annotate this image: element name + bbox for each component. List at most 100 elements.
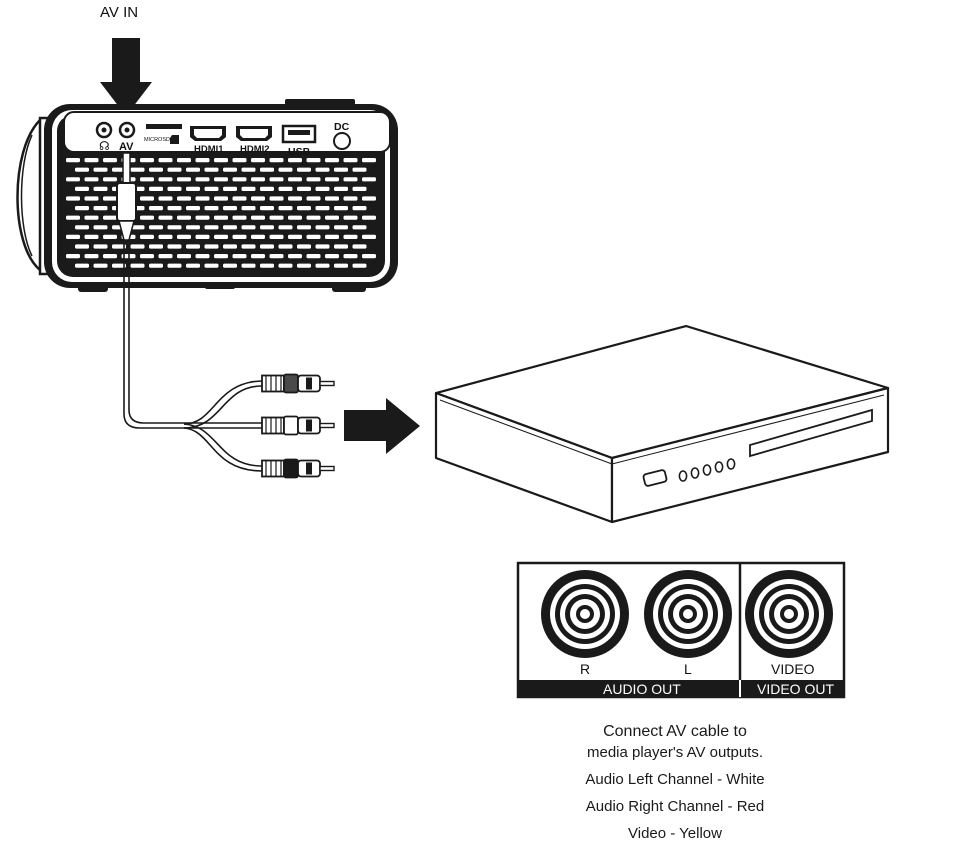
vent-slot: [112, 263, 126, 268]
instruction-red: Audio Right Channel - Red: [585, 798, 765, 815]
sd-card-icon: [170, 135, 179, 144]
vent-slot: [158, 254, 173, 259]
hdmi2-port: [236, 126, 272, 141]
vent-slot: [186, 225, 200, 230]
player-button: [702, 464, 712, 476]
vent-slot: [288, 234, 302, 239]
vent-slot: [103, 158, 117, 163]
headphone-jack: [95, 121, 113, 139]
vent-slot: [334, 225, 348, 230]
vent-slot: [362, 177, 376, 182]
vent-slot: [84, 215, 99, 220]
vent-slot: [343, 196, 358, 201]
vent-slot: [214, 196, 228, 201]
vent-slot: [214, 234, 228, 239]
vent-slot: [177, 177, 191, 182]
vent-slot: [251, 196, 265, 201]
vent-slot: [297, 186, 311, 191]
vent-slot: [84, 254, 99, 259]
vent-slot: [140, 215, 154, 220]
vent-slot: [223, 186, 237, 191]
vent-slot: [325, 196, 339, 201]
vent-slot: [325, 177, 339, 182]
vent-slot: [297, 225, 311, 230]
vent-slot: [343, 254, 358, 259]
vent-slot: [75, 225, 89, 230]
vent-slot: [140, 234, 154, 239]
player-buttons: [678, 458, 736, 482]
vent-slot: [204, 206, 219, 211]
vent-slot: [260, 167, 274, 172]
rca-jack-l: [644, 570, 732, 658]
vent-slot: [343, 158, 358, 163]
vent-slot: [112, 244, 126, 249]
vent-slot: [84, 234, 99, 239]
video-out-label: VIDEO OUT: [757, 681, 834, 697]
vent-slot: [195, 234, 210, 239]
vent-slot: [93, 206, 108, 211]
vent-slot: [66, 215, 80, 220]
vent-slot: [75, 244, 89, 249]
rca-plug-2: [261, 415, 335, 436]
vent-slot: [251, 234, 265, 239]
vent-slot: [149, 225, 163, 230]
instruction-line-2: media player's AV outputs.: [586, 744, 763, 761]
vent-slot: [278, 167, 293, 172]
player-button: [690, 467, 700, 479]
vent-slot: [66, 234, 80, 239]
vent-slot: [140, 158, 154, 163]
rca-plug-1: [261, 373, 335, 394]
vent-slot: [352, 186, 367, 191]
vent-slot: [334, 244, 348, 249]
vent-slot: [214, 215, 228, 220]
vent-slot: [260, 206, 274, 211]
vent-slot: [158, 196, 173, 201]
vent-slot: [278, 206, 293, 211]
vent-slot: [241, 263, 256, 268]
projector: ☊ AV MICROSD HDMI1 HDMI2 USB DC: [16, 99, 398, 292]
vent-slot: [269, 196, 284, 201]
vent-slot: [140, 254, 154, 259]
vent-slot: [278, 225, 293, 230]
vent-slot: [297, 206, 311, 211]
vent-slot: [269, 158, 284, 163]
vent-slot: [103, 196, 117, 201]
vent-slot: [167, 206, 182, 211]
vent-slot: [167, 167, 182, 172]
vent-slot: [297, 167, 311, 172]
vent-slot: [223, 206, 237, 211]
vent-slot: [343, 177, 358, 182]
vent-slot: [186, 186, 200, 191]
instruction-yellow: Video - Yellow: [628, 825, 722, 842]
vent-slot: [288, 177, 302, 182]
vent-slot: [177, 158, 191, 163]
output-panel: R L VIDEO AUDIO OUT VIDEO OUT: [516, 561, 846, 699]
vent-slot: [278, 263, 293, 268]
usb-icon: [281, 124, 317, 144]
dc-power-icon: [333, 132, 351, 150]
vent-slot: [306, 177, 321, 182]
rca-jack-video: [745, 570, 833, 658]
vent-slot: [195, 196, 210, 201]
vent-slot: [232, 254, 247, 259]
vent-slot: [352, 225, 367, 230]
hdmi1-port: [190, 126, 226, 141]
vent-slot: [66, 177, 80, 182]
vent-slot: [362, 254, 376, 259]
vent-slot: [325, 158, 339, 163]
vent-slot: [103, 215, 117, 220]
vent-slot: [223, 244, 237, 249]
instruction-white: Audio Left Channel - White: [585, 771, 765, 788]
vent-slot: [223, 225, 237, 230]
vent-slot: [195, 215, 210, 220]
vent-slot: [195, 254, 210, 259]
vent-slot: [288, 254, 302, 259]
vent-slot: [251, 158, 265, 163]
vent-slot: [140, 196, 154, 201]
right-arrow-icon: [344, 398, 420, 454]
player-button: [726, 458, 736, 470]
vent-slot: [241, 186, 256, 191]
vent-slot: [352, 167, 367, 172]
vent-slot: [315, 263, 330, 268]
